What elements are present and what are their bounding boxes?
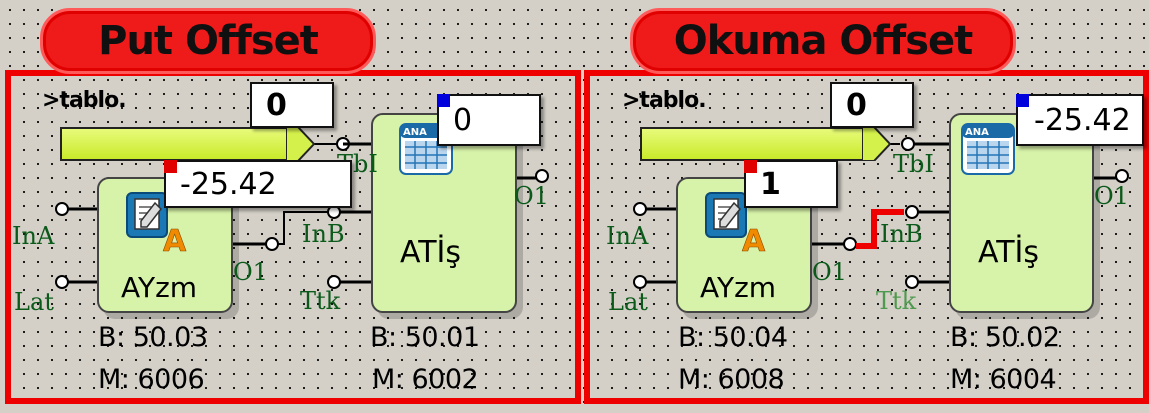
ayzm-pin-ina: InA bbox=[606, 222, 649, 250]
atis-pin-o1: O1 bbox=[514, 182, 549, 210]
atis-pin-tbi: TbI bbox=[893, 150, 934, 178]
tablo-label: >tablo. bbox=[42, 88, 127, 113]
svg-text:A: A bbox=[163, 224, 187, 255]
atis-pin-o1: O1 bbox=[1094, 182, 1129, 210]
atis-block-name: ATİş bbox=[400, 235, 461, 270]
ayzm-block-address: B: 50.04 bbox=[678, 322, 788, 353]
ayzm-block-address: B: 50.03 bbox=[98, 322, 208, 353]
tablo-value-box[interactable]: 0 bbox=[830, 82, 914, 128]
table-bar-arrow-icon bbox=[862, 127, 892, 161]
table-icon-label: ANA bbox=[965, 127, 989, 138]
table-bar-arrow-icon bbox=[286, 127, 316, 161]
ayzm-input-value-box[interactable]: 1 bbox=[744, 160, 838, 208]
atis-pin-inb: InB bbox=[302, 220, 345, 248]
atis-memory-address: M: 6002 bbox=[372, 364, 479, 395]
group-title: Put Offset bbox=[40, 8, 376, 74]
ayzm-memory-address: M: 6006 bbox=[98, 364, 205, 395]
atis-pin-ttk: Ttk bbox=[876, 287, 917, 315]
table-input-bar[interactable] bbox=[640, 127, 866, 161]
atis-pin-ttk: Ttk bbox=[300, 287, 341, 315]
svg-text:A: A bbox=[742, 224, 766, 255]
atis-block[interactable]: ANA ATİş bbox=[371, 113, 517, 313]
atis-block-address: B: 50.02 bbox=[950, 322, 1060, 353]
ayzm-pin-o1: O1 bbox=[233, 258, 268, 286]
tablo-label: >tablo. bbox=[622, 88, 707, 113]
atis-block-address: B: 50.01 bbox=[370, 322, 480, 353]
edit-document-icon: A bbox=[125, 189, 189, 259]
table-icon-label: ANA bbox=[403, 127, 427, 138]
output-marker bbox=[437, 94, 450, 107]
ayzm-pin-o1: O1 bbox=[812, 258, 847, 286]
atis-memory-address: M: 6004 bbox=[950, 364, 1057, 395]
atis-pin-inb: InB bbox=[880, 220, 923, 248]
atis-output-value-box[interactable]: 0 bbox=[437, 94, 541, 146]
ayzm-block[interactable]: A AYzm bbox=[676, 177, 812, 313]
output-marker bbox=[1016, 94, 1029, 107]
ayzm-block-name: AYzm bbox=[700, 271, 777, 304]
atis-block[interactable]: ANA ATİş bbox=[949, 113, 1094, 313]
ayzm-block-name: AYzm bbox=[121, 271, 198, 304]
table-icon: ANA bbox=[961, 123, 1015, 179]
input-marker bbox=[164, 160, 177, 173]
ayzm-pin-lat: Lat bbox=[608, 288, 648, 316]
ayzm-memory-address: M: 6008 bbox=[678, 364, 785, 395]
tablo-value-box[interactable]: 0 bbox=[250, 82, 334, 128]
ayzm-pin-lat: Lat bbox=[14, 288, 54, 316]
ayzm-pin-ina: InA bbox=[12, 222, 55, 250]
ayzm-input-value-box[interactable]: -25.42 bbox=[164, 160, 352, 208]
table-input-bar[interactable] bbox=[60, 127, 290, 161]
atis-output-value-box[interactable]: -25.42 bbox=[1016, 94, 1144, 146]
atis-block-name: ATİş bbox=[978, 235, 1039, 270]
edit-document-icon: A bbox=[704, 189, 768, 259]
group-title: Okuma Offset bbox=[630, 8, 1016, 74]
input-marker bbox=[744, 160, 757, 173]
